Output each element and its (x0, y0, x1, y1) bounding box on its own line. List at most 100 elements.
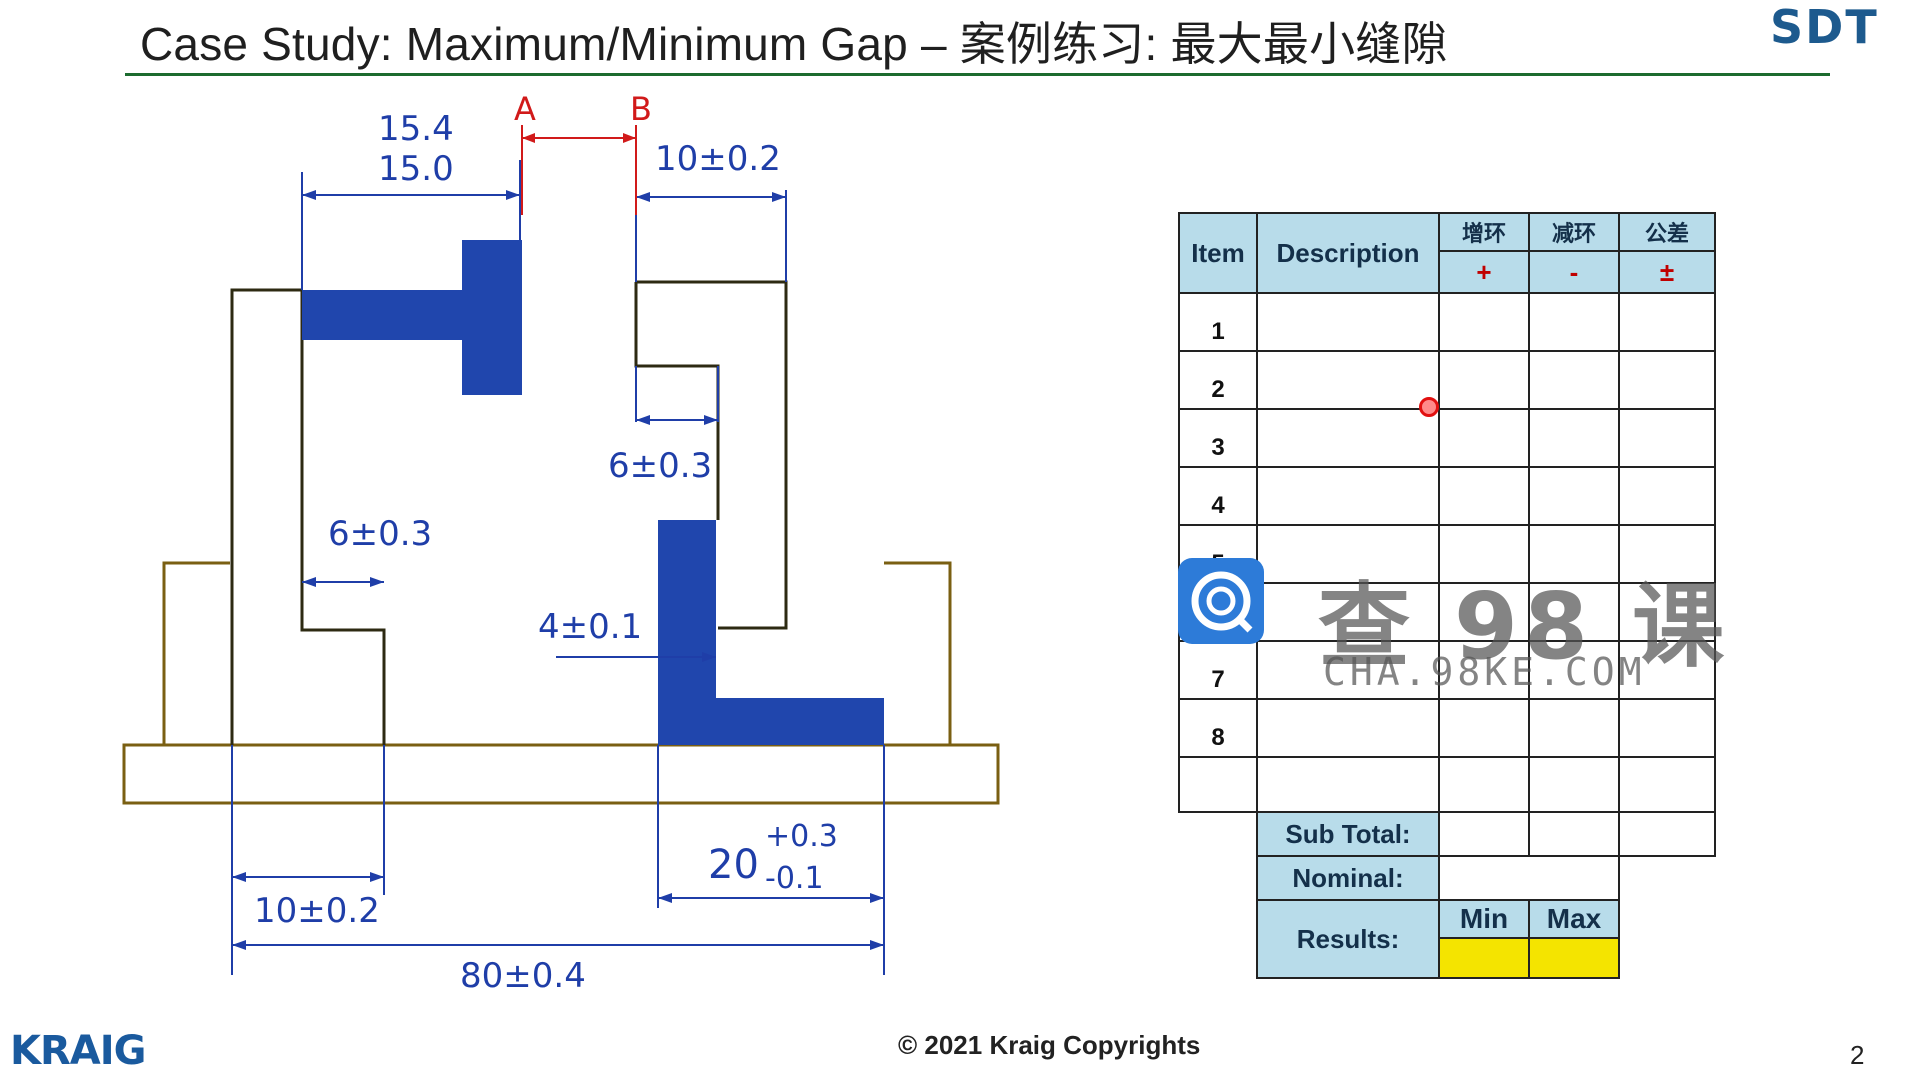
row-number: 1 (1178, 292, 1258, 352)
bracket-foot (716, 698, 884, 745)
description-cell[interactable] (1256, 640, 1440, 700)
increase-cell[interactable] (1438, 408, 1530, 468)
sign-plus: + (1438, 250, 1530, 294)
copyright-text: © 2021 Kraig Copyrights (898, 1030, 1201, 1060)
row-number (1178, 756, 1258, 813)
sign-minus: - (1528, 250, 1620, 294)
tolerance-cell[interactable] (1618, 292, 1716, 352)
dimension-lines (231, 160, 885, 975)
kraig-logo: KRAIG (10, 1028, 146, 1074)
header-decrease: 减环 (1528, 212, 1620, 252)
table-row (1178, 756, 1716, 813)
left-part-outline (230, 288, 386, 745)
description-cell[interactable] (1256, 756, 1440, 813)
nominal-value[interactable] (1438, 855, 1620, 901)
dim-right-step: 6±0.3 (608, 446, 712, 486)
decrease-cell[interactable] (1528, 582, 1620, 642)
decrease-cell[interactable] (1528, 756, 1620, 813)
result-max-cell[interactable] (1528, 937, 1620, 979)
decrease-cell[interactable] (1528, 292, 1620, 352)
label-b: B (630, 90, 652, 128)
header-item: Item (1178, 212, 1258, 294)
spacer-cell (1179, 900, 1257, 938)
tolerance-cell[interactable] (1618, 408, 1716, 468)
decrease-cell[interactable] (1528, 350, 1620, 410)
sign-pm: ± (1618, 250, 1716, 294)
tolerance-cell[interactable] (1618, 524, 1716, 584)
header-tolerance: 公差 (1618, 212, 1716, 252)
base-plate (122, 561, 1000, 805)
right-part-outline (634, 280, 788, 630)
increase-cell[interactable] (1438, 582, 1530, 642)
tolerance-drawing: A B 15.4 15.0 10±0.2 6±0.3 6±0.3 4±0.1 1… (122, 90, 1000, 996)
row-number: 4 (1178, 466, 1258, 526)
table-row: 4 (1178, 466, 1716, 526)
table-row: 7 (1178, 640, 1716, 700)
table-row: 8 (1178, 698, 1716, 758)
title-underline (125, 73, 1830, 76)
result-min-cell[interactable] (1438, 937, 1530, 979)
label-a: A (514, 90, 536, 128)
min-label: Min (1438, 899, 1530, 939)
watermark-url: CHA.98KE.COM (1323, 650, 1646, 694)
pin-shaft (302, 290, 462, 340)
row-number: 8 (1178, 698, 1258, 758)
header-increase: 增环 (1438, 212, 1530, 252)
description-cell[interactable] (1256, 698, 1440, 758)
decrease-cell[interactable] (1528, 466, 1620, 526)
spacer-cell (1179, 938, 1257, 978)
decrease-cell[interactable] (1528, 408, 1620, 468)
dim-thickness: 4±0.1 (538, 607, 642, 647)
tolerance-cell[interactable] (1618, 756, 1716, 813)
increase-cell[interactable] (1438, 640, 1530, 700)
bracket-vertical (658, 520, 716, 745)
table-row: 2 (1178, 350, 1716, 410)
dimension-arrowheads (232, 190, 884, 950)
dim-top-lower: 15.0 (378, 149, 454, 189)
nominal-label: Nominal: (1256, 855, 1440, 901)
row-number: 3 (1178, 408, 1258, 468)
decrease-cell[interactable] (1528, 524, 1620, 584)
subtotal-label: Sub Total: (1256, 811, 1440, 857)
decrease-cell[interactable] (1528, 640, 1620, 700)
watermark-logo-icon (1178, 558, 1264, 644)
row-number: 2 (1178, 350, 1258, 410)
description-cell[interactable] (1256, 524, 1440, 584)
tolerance-cell[interactable] (1618, 350, 1716, 410)
description-cell[interactable] (1256, 466, 1440, 526)
dim-bottom-right-nominal: 20 (708, 842, 759, 888)
tolerance-cell[interactable] (1618, 582, 1716, 642)
tolerance-cell[interactable] (1618, 466, 1716, 526)
spacer-cell (1179, 856, 1257, 900)
tolerance-cell[interactable] (1618, 640, 1716, 700)
laser-pointer-dot (1419, 397, 1439, 417)
increase-cell[interactable] (1438, 698, 1530, 758)
subtotal-decrease[interactable] (1528, 811, 1620, 857)
spacer-cell (1179, 812, 1257, 856)
gap-indicator (521, 125, 637, 215)
dim-bottom-left: 10±0.2 (254, 891, 380, 931)
dim-bottom-right-upper: +0.3 (765, 819, 838, 854)
subtotal-tolerance[interactable] (1618, 811, 1716, 857)
description-cell[interactable] (1256, 408, 1440, 468)
increase-cell[interactable] (1438, 524, 1530, 584)
page-number: 2 (1850, 1040, 1865, 1070)
header-description: Description (1256, 212, 1440, 294)
slide-title: Case Study: Maximum/Minimum Gap – 案例练习: … (140, 18, 1448, 70)
description-cell[interactable] (1256, 350, 1440, 410)
results-label: Results: (1256, 899, 1440, 979)
tolerance-stackup-table: Item Description 增环 减环 公差 + - ± 1 2 3 4 … (1178, 212, 1716, 979)
dim-bottom-right-lower: -0.1 (765, 861, 824, 896)
description-cell[interactable] (1256, 292, 1440, 352)
decrease-cell[interactable] (1528, 698, 1620, 758)
dim-top-upper: 15.4 (378, 109, 454, 149)
spacer-cell (1619, 938, 1715, 978)
tolerance-cell[interactable] (1618, 698, 1716, 758)
increase-cell[interactable] (1438, 756, 1530, 813)
max-label: Max (1528, 899, 1620, 939)
description-cell[interactable] (1256, 582, 1440, 642)
subtotal-increase[interactable] (1438, 811, 1530, 857)
increase-cell[interactable] (1438, 292, 1530, 352)
increase-cell[interactable] (1438, 350, 1530, 410)
increase-cell[interactable] (1438, 466, 1530, 526)
